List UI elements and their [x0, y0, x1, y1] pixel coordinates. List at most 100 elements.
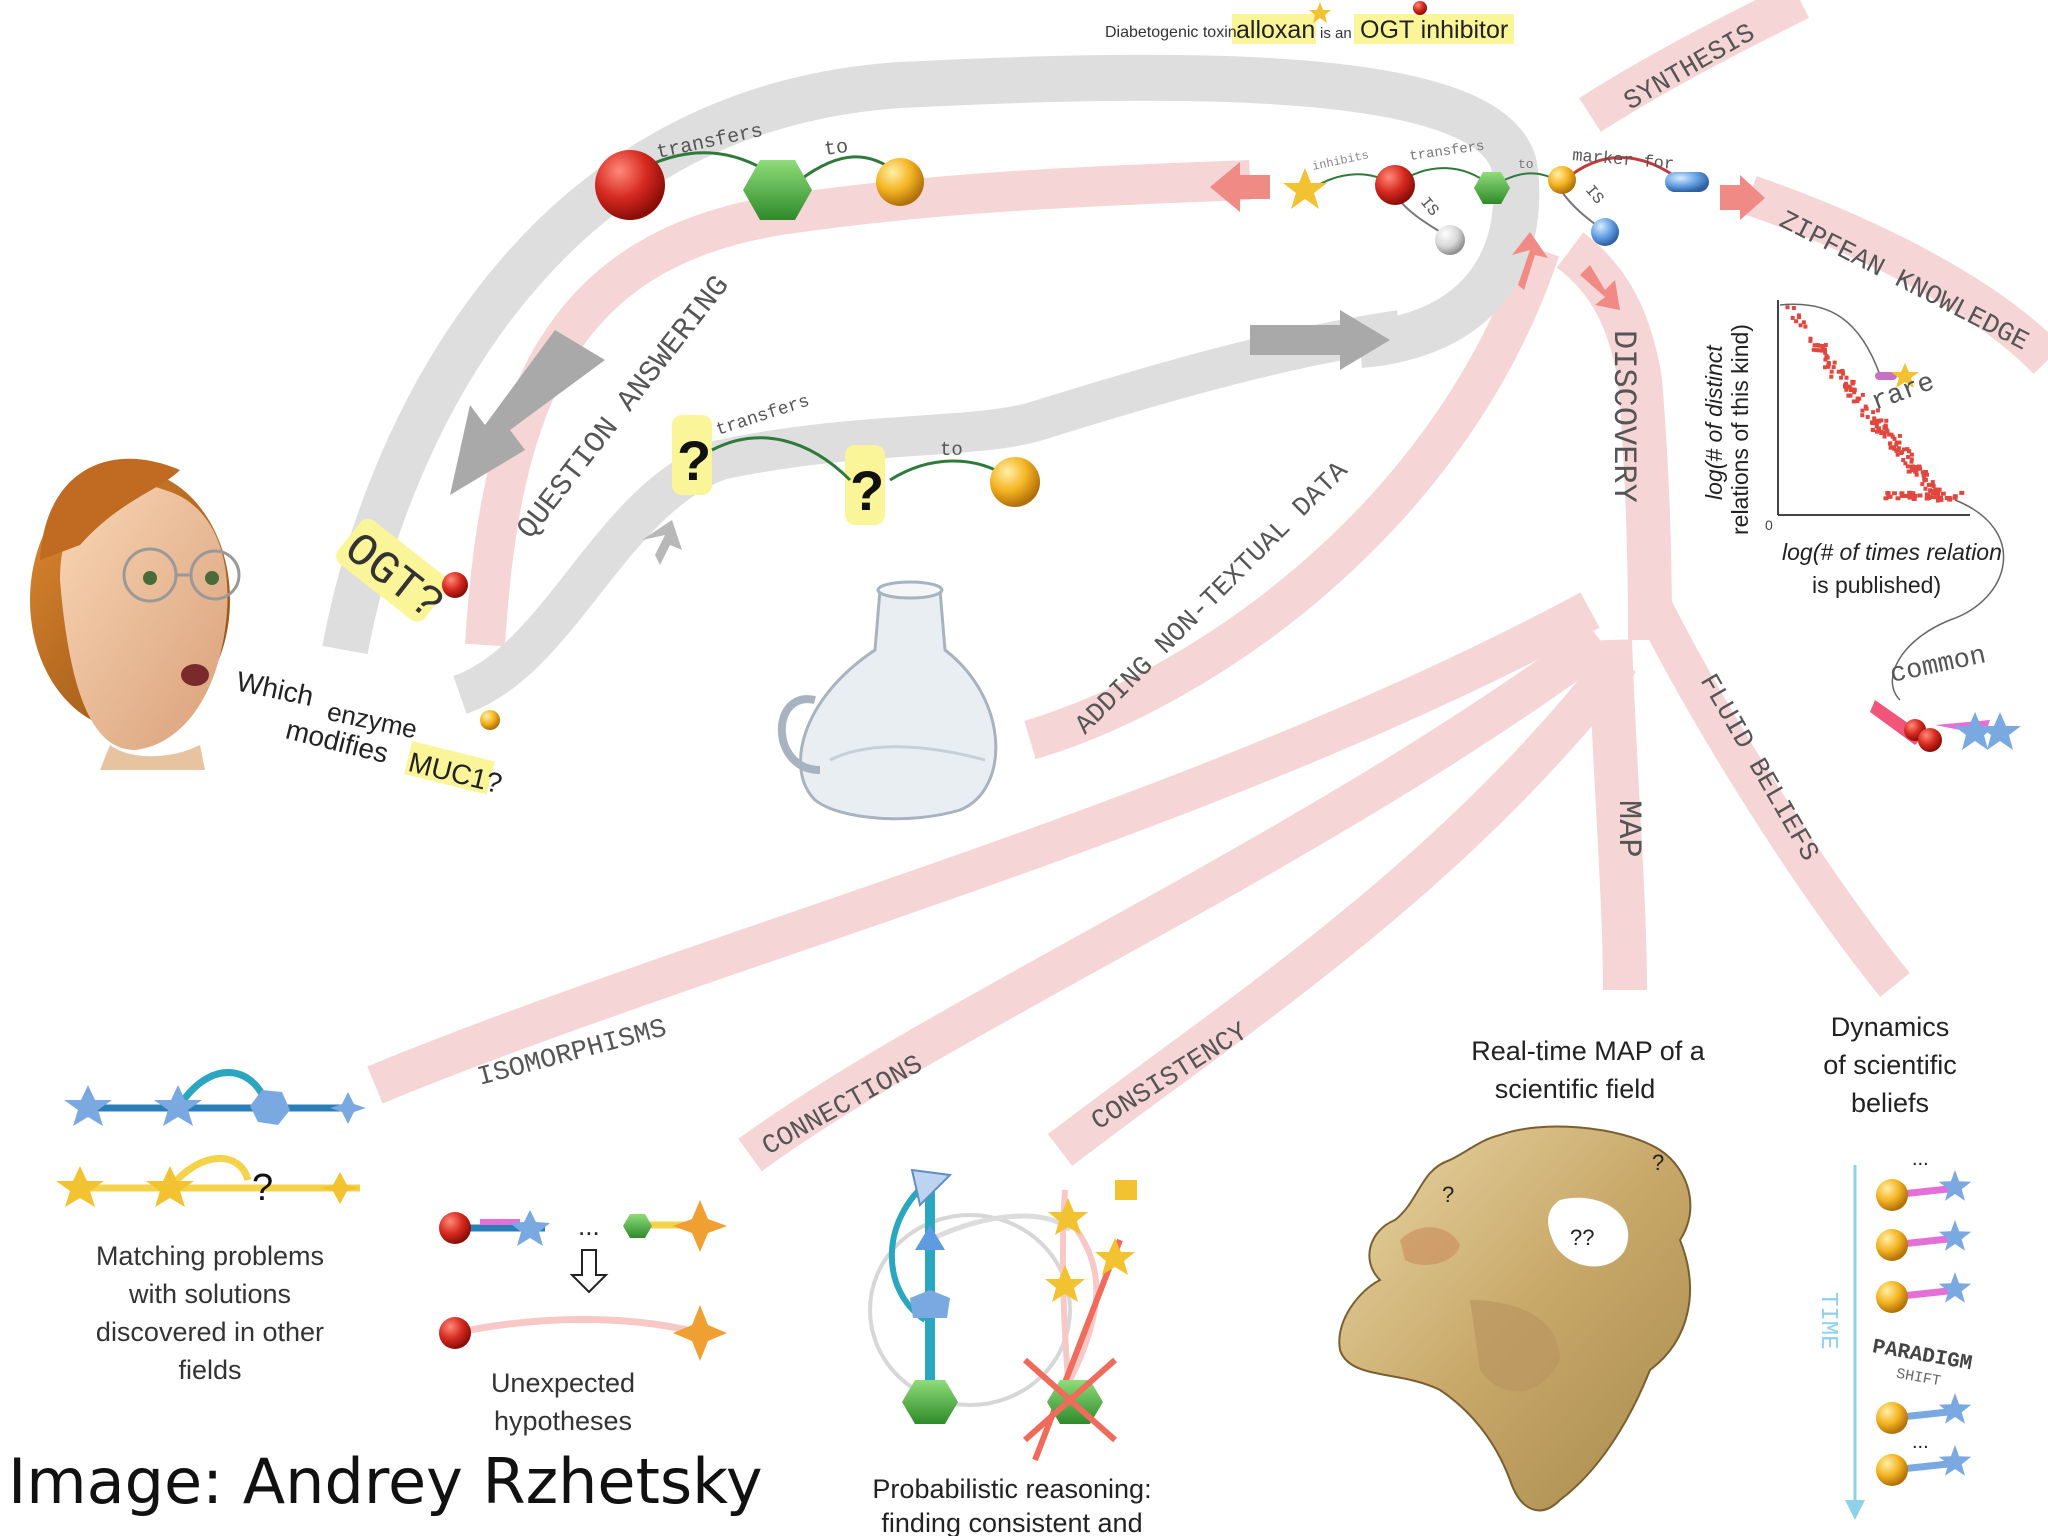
gray-ribbon-inner	[452, 310, 1403, 714]
zipf-point	[1829, 369, 1834, 374]
zipf-point	[1930, 480, 1935, 485]
zipf-point	[1785, 305, 1790, 310]
zipf-point	[1912, 494, 1918, 498]
zipf-point	[1910, 464, 1915, 469]
belief-ball	[1876, 1229, 1908, 1261]
red-arrow-right	[1720, 175, 1765, 220]
caption-map: Real-time MAP of a scientific field	[1471, 1036, 1706, 1104]
zipf-point	[1871, 410, 1876, 415]
svg-text:...: ...	[578, 1211, 600, 1241]
zipf-point	[1831, 365, 1836, 370]
zipf-point	[1823, 365, 1827, 370]
zipf-point	[1927, 482, 1932, 487]
ribbon-adding-data	[1024, 243, 1559, 760]
zipf-point	[1839, 375, 1844, 380]
pink-ribbons	[367, 0, 2048, 1172]
belief-ball	[1876, 1402, 1908, 1434]
label-connections: CONNECTIONS	[758, 1050, 928, 1163]
zipf-point	[1812, 343, 1817, 348]
zipf-point	[1894, 442, 1899, 447]
flow-arrows	[450, 162, 1765, 565]
zipf-point	[1895, 452, 1900, 457]
zipf-point	[1798, 323, 1803, 328]
zipf-point	[1865, 415, 1870, 419]
zipf-point	[1841, 371, 1845, 376]
zipf-point	[1882, 426, 1887, 430]
caption-probabilistic: Probabilistic reasoning: finding consist…	[872, 1474, 1151, 1536]
toxin-tail: OGT inhibitor	[1360, 16, 1508, 44]
zipf-point	[1863, 404, 1868, 409]
toxin-name: alloxan	[1236, 16, 1315, 44]
zipf-point	[1933, 488, 1938, 493]
svg-text:discovered in other: discovered in other	[96, 1317, 324, 1347]
caption-unexpected: Unexpected hypotheses	[491, 1368, 635, 1436]
zipf-plot: 0 log(# of distinct relations of this ki…	[1701, 300, 2021, 752]
zipf-point	[1832, 360, 1837, 365]
caption-dynamics: Dynamics of scientific beliefs	[1823, 1012, 1957, 1118]
zipf-point	[1826, 360, 1831, 365]
zipf-point	[1850, 381, 1855, 386]
zipf-point	[1823, 343, 1828, 347]
zipf-point	[1931, 495, 1936, 500]
zipf-point	[1860, 392, 1865, 397]
zipf-point	[1885, 491, 1891, 495]
red-arrow-down-right	[1580, 265, 1620, 310]
zipf-point	[1883, 496, 1889, 501]
zipf-point	[1895, 496, 1901, 501]
zipf-point	[1921, 473, 1926, 478]
ribbon-consistency	[1047, 647, 1636, 1166]
zipf-point	[1823, 357, 1828, 362]
belief-ball	[1876, 1281, 1908, 1313]
toxin-mid: is an	[1320, 25, 1352, 42]
green-hex-node	[743, 160, 812, 220]
label-map: MAP	[1610, 800, 1647, 858]
toxin-prefix: Diabetogenic toxin	[1105, 24, 1237, 41]
zipf-point	[1922, 476, 1927, 481]
zipf-point	[1892, 445, 1897, 450]
time-label: TIME	[1814, 1292, 1841, 1350]
zipf-point	[1872, 416, 1877, 421]
ogt-red-ball	[442, 572, 468, 598]
zipf-point	[1870, 427, 1875, 432]
ogt-highlight	[336, 518, 449, 622]
zipf-point	[1820, 346, 1825, 351]
zipf-point	[1899, 491, 1905, 496]
zipf-point	[1906, 455, 1911, 459]
zipf-point	[1940, 491, 1946, 496]
zipf-point	[1924, 492, 1930, 497]
zipf-point	[1794, 319, 1799, 324]
zipf-point	[1913, 469, 1918, 474]
toxin-highlight-ogt	[1354, 14, 1514, 44]
gold-star-node	[1283, 168, 1327, 209]
zipf-xlabel-2: is published)	[1812, 572, 1941, 598]
gray-ribbons	[322, 54, 1540, 714]
zipf-point	[1791, 306, 1796, 310]
zipf-point	[1876, 428, 1881, 433]
zipf-point	[1844, 387, 1849, 392]
rel-to-3: to	[1518, 157, 1534, 172]
zipf-point	[1887, 432, 1892, 437]
zipf-point	[1815, 343, 1820, 348]
orange-node	[876, 158, 924, 206]
svg-text:Matching problems: Matching problems	[96, 1241, 324, 1271]
gray-arrow-small-up	[642, 520, 682, 565]
rel-inhibits: inhibits	[1311, 148, 1370, 174]
svg-text:fields: fields	[178, 1355, 241, 1385]
toxin-star	[1309, 2, 1331, 23]
zipf-point	[1820, 344, 1825, 348]
unknown-1-highlight	[672, 415, 712, 495]
zipf-point	[1899, 493, 1905, 498]
belief-row	[1876, 1220, 1972, 1261]
zipf-point	[1814, 348, 1819, 353]
zipf-point	[1916, 464, 1921, 469]
belief-row	[1876, 1393, 1972, 1434]
zipf-ylabel-1: log(# of distinct	[1701, 344, 1727, 500]
old-world-map: ? ? ??	[1338, 1125, 1692, 1512]
belief-timeline: TIME ... PARADIGM SHIFT ...	[1814, 1148, 1974, 1520]
zipf-point	[1889, 432, 1894, 437]
zipf-point	[1899, 451, 1903, 456]
zipf-point	[1952, 495, 1958, 500]
zipf-point	[1908, 495, 1914, 500]
zipf-point	[1922, 478, 1927, 483]
